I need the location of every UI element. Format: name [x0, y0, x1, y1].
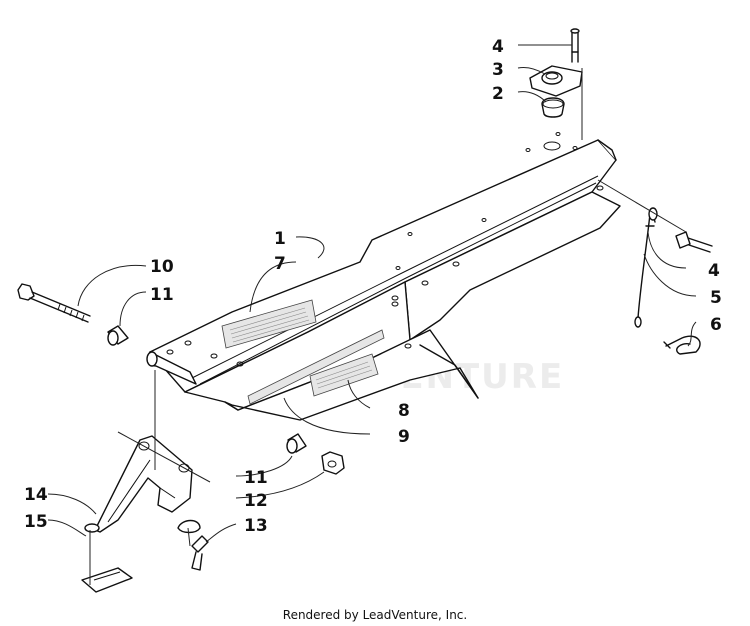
callout-4-right: 4 [708, 261, 720, 281]
callout-1: 1 [274, 229, 286, 249]
callout-3: 3 [492, 60, 504, 80]
callouts: 4 3 2 1 7 10 11 4 5 6 8 9 11 12 13 14 15 [24, 37, 722, 536]
callout-2: 2 [492, 84, 504, 104]
callout-9: 9 [398, 427, 410, 447]
callout-14: 14 [24, 485, 48, 505]
callout-12: 12 [244, 491, 268, 511]
footer-credit: Rendered by LeadVenture, Inc. [282, 608, 468, 622]
callout-11-left: 11 [150, 285, 174, 305]
decal-7 [221, 299, 317, 349]
top-pin [570, 28, 580, 63]
support-bracket [94, 435, 193, 533]
callout-5: 5 [710, 288, 722, 308]
grommet [541, 97, 565, 118]
decal-9 [247, 329, 385, 405]
lanyard-cable [634, 207, 658, 328]
decal-8 [309, 353, 379, 397]
bushing-right [286, 433, 307, 454]
slotted-plate [81, 523, 133, 593]
callout-6: 6 [710, 315, 722, 335]
callout-13: 13 [244, 516, 268, 536]
callout-4-top: 4 [492, 37, 504, 57]
callout-8: 8 [398, 401, 410, 421]
bushing-left [107, 325, 129, 346]
rubber-pad [177, 519, 201, 534]
lock-nut [321, 451, 345, 475]
callout-15: 15 [24, 512, 48, 532]
leader-lines [47, 44, 697, 585]
bolt [17, 283, 91, 323]
mount-cap [529, 65, 583, 97]
callout-10: 10 [150, 257, 174, 277]
hitch-clip [663, 335, 701, 355]
right-pin [675, 231, 713, 253]
callout-11-right: 11 [244, 468, 268, 488]
callout-7: 7 [274, 254, 286, 274]
push-pin [191, 535, 209, 571]
